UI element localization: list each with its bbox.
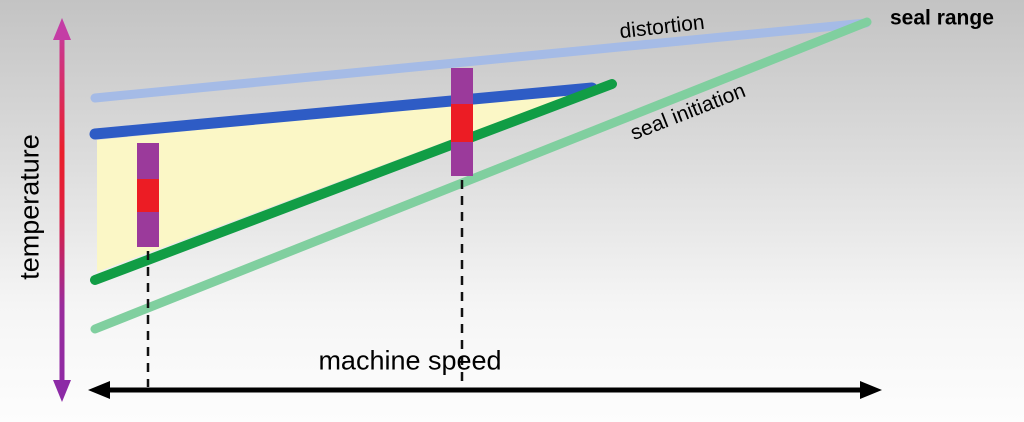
distortion-line — [90, 18, 871, 103]
upper-seal-window-line — [89, 82, 598, 140]
temperature-axis-bottom-arrowhead — [53, 380, 71, 402]
machine-speed-axis-right-arrowhead — [860, 381, 882, 399]
machine-speed-axis-label: machine speed — [318, 345, 502, 376]
seal-range-label: seal range — [890, 6, 994, 30]
machine-speed-axis-left-arrowhead — [88, 381, 110, 399]
lower-seal-window-line — [90, 79, 617, 285]
temperature-axis-label: temperature — [14, 134, 45, 280]
operating-point-bar-1-optimum-segment — [137, 179, 159, 212]
temperature-axis-top-arrowhead — [53, 18, 71, 40]
operating-point-bar-2-optimum-segment — [451, 104, 473, 142]
seal-initiation-line — [90, 17, 872, 334]
